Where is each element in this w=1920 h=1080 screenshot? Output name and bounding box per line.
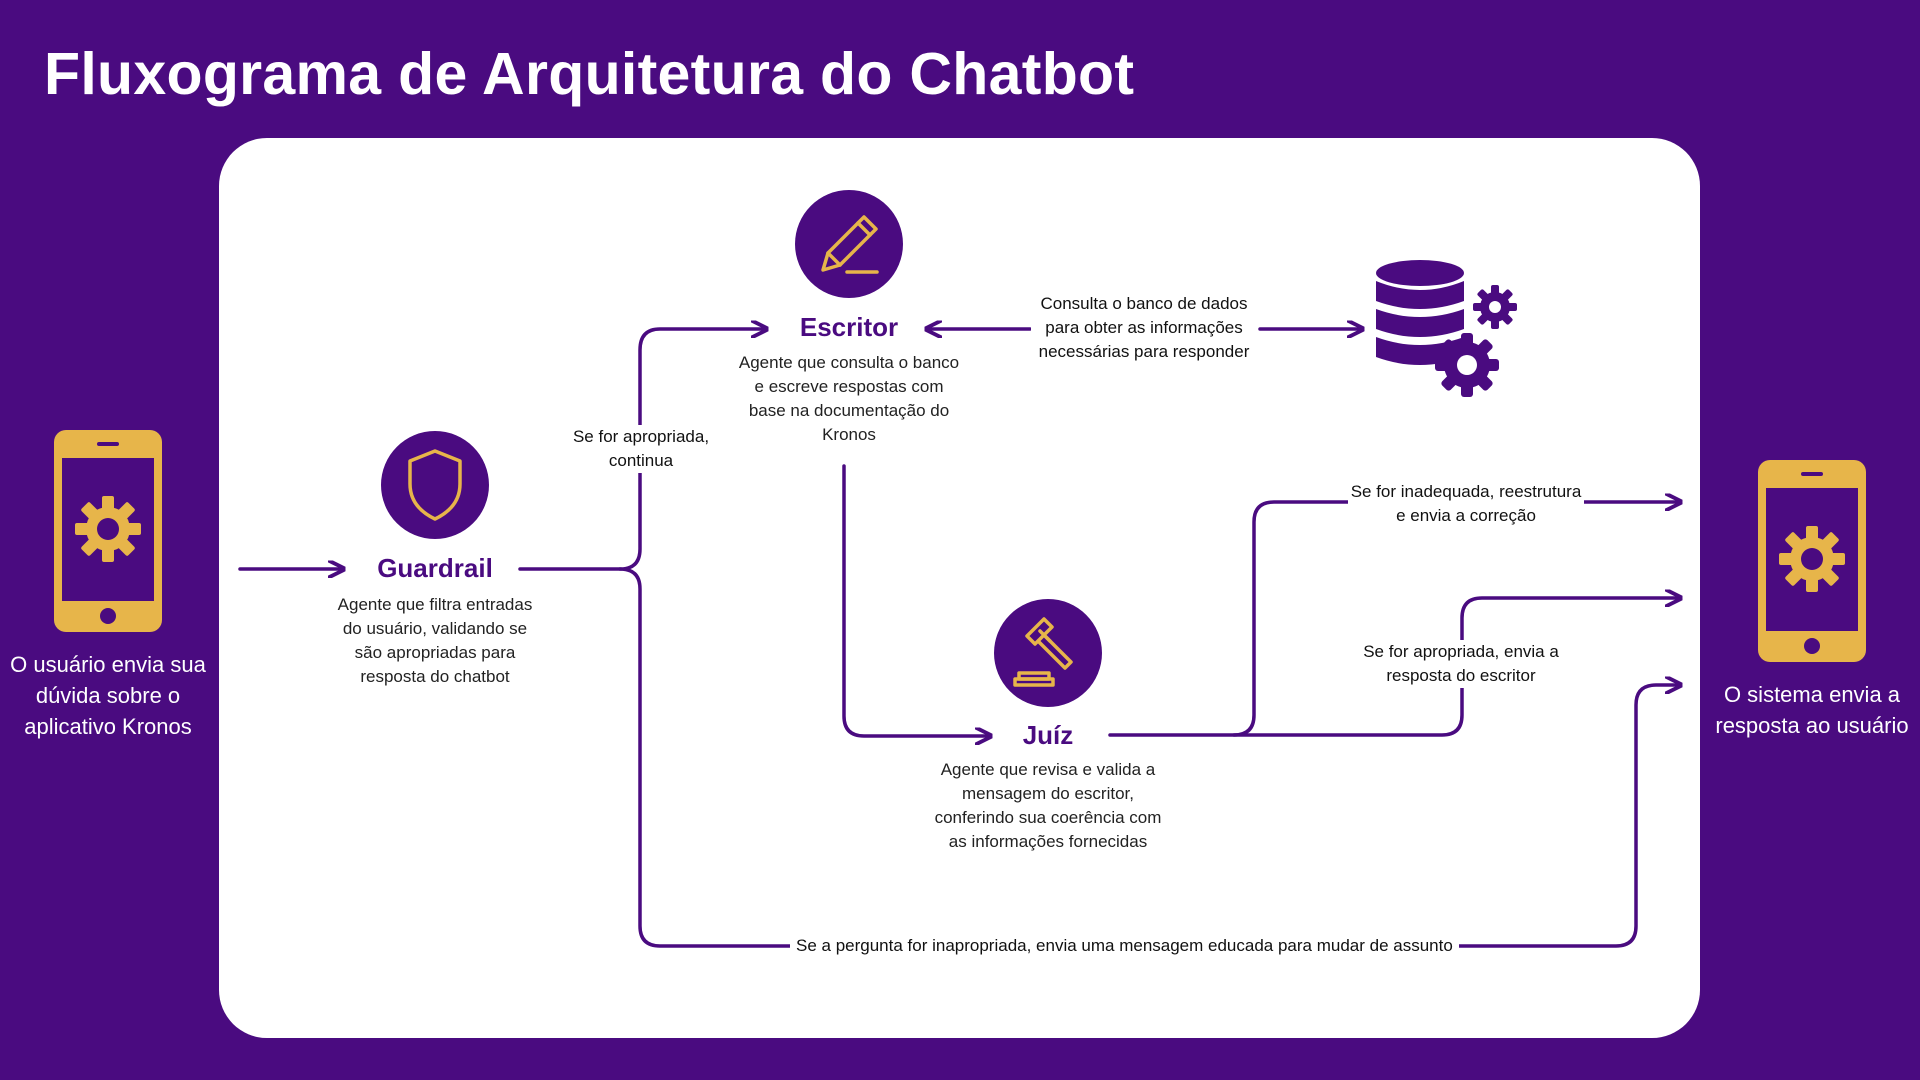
system-phone-gear-icon <box>1758 460 1866 662</box>
juiz-node-circle <box>994 599 1102 707</box>
guardrail-description: Agente que filtra entradas do usuário, v… <box>337 595 533 686</box>
page-title: Fluxograma de Arquitetura do Chatbot <box>44 41 1135 107</box>
edge-label-inadequate: Se for inadequada, reestrutura e envia a… <box>1348 480 1584 528</box>
edge-juiz-inadequate <box>1108 502 1680 737</box>
escritor-title: Escritor <box>799 312 899 342</box>
juiz-description: Agente que revisa e valida a mensagem do… <box>934 760 1162 851</box>
user-phone-gear-icon <box>54 430 162 632</box>
guardrail-title: Guardrail <box>377 553 493 583</box>
juiz-title: Juíz <box>1022 720 1074 750</box>
shield-icon <box>408 449 462 521</box>
edge-label-inappropriate-question: Se a pergunta for inapropriada, envia um… <box>790 934 1459 958</box>
pencil-icon <box>821 215 879 274</box>
edge-label-db-query: Consulta o banco de dados para obter as … <box>1031 292 1257 364</box>
guardrail-node-circle <box>381 431 489 539</box>
edge-guardrail-system-bottom <box>618 567 1680 948</box>
gavel-icon <box>1013 617 1073 687</box>
user-side-text: O usuário envia sua dúvida sobre o aplic… <box>10 652 206 739</box>
system-side-text: O sistema envia a resposta ao usuário <box>1715 682 1909 738</box>
edge-label-appropriate-continue: Se for apropriada, continua <box>561 425 721 473</box>
escritor-node-circle <box>795 190 903 298</box>
escritor-description: Agente que consulta o banco e escreve re… <box>738 353 960 444</box>
database-gears-icon <box>1376 260 1517 397</box>
edge-label-appropriate-send: Se for apropriada, envia a resposta do e… <box>1342 640 1580 688</box>
edge-escritor-juiz <box>842 464 990 736</box>
